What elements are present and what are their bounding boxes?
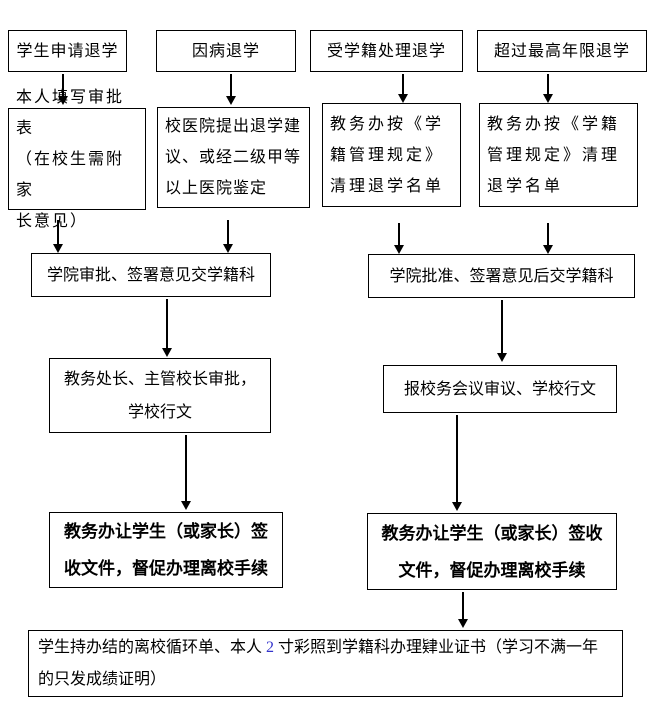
flow-box-final-certificate: 学生持办结的离校循环单、本人 2 寸彩照到学籍科办理肄业证书（学习不满一年的只发… (28, 630, 623, 697)
arrow-down (181, 435, 191, 510)
arrow-down (223, 220, 233, 253)
flow-box-illness: 因病退学 (156, 30, 296, 72)
flow-box-office-cleanup-list-b: 教务办按《学籍 管理规定》清理 退学名单 (479, 103, 638, 207)
arrow-down (543, 74, 553, 103)
arrow-down (543, 223, 553, 254)
arrow-down (162, 299, 172, 357)
arrow-down (458, 592, 468, 628)
arrow-down (398, 74, 408, 103)
final-text-before: 学生持办结的离校循环单、本人 (38, 639, 267, 656)
flow-box-office-cleanup-list-a: 教务办按《学 籍管理规定》 清理退学名单 (322, 103, 461, 207)
flow-box-student-apply: 学生申请退学 (8, 30, 127, 72)
flow-box-college-approve-left: 学院审批、签署意见交学籍科 (31, 253, 271, 297)
flow-box-sign-documents-left: 教务办让学生（或家长）签 收文件，督促办理离校手续 (49, 512, 283, 588)
flow-box-hospital-recommendation: 校医院提出退学建 议、或经二级甲等 以上医院鉴定 (157, 107, 310, 208)
final-text-after: 寸彩照到学籍科办理肄业证书（学习不满一年的只发成绩证明） (38, 639, 599, 688)
arrow-down (53, 220, 63, 253)
flow-box-dean-president-approve: 教务处长、主管校长审批， 学校行文 (49, 358, 271, 433)
flow-box-school-council-review: 报校务会议审议、学校行文 (383, 365, 617, 413)
flow-box-exceed-max-years: 超过最高年限退学 (477, 30, 647, 72)
arrow-down (452, 415, 462, 511)
flow-box-fill-approval-form: 本人填写审批表 （在校生需附家 长意见） (8, 89, 146, 230)
arrow-down (497, 300, 507, 362)
flow-box-sign-documents-right: 教务办让学生（或家长）签收 文件，督促办理离校手续 (367, 513, 617, 590)
flow-box-college-approve-right: 学院批准、签署意见后交学籍科 (368, 254, 635, 298)
photo-size-digit: 2 (266, 639, 275, 656)
arrow-down (226, 74, 236, 105)
arrow-down (58, 74, 68, 105)
arrow-down (394, 223, 404, 254)
flow-box-status-processing: 受学籍处理退学 (310, 30, 463, 72)
